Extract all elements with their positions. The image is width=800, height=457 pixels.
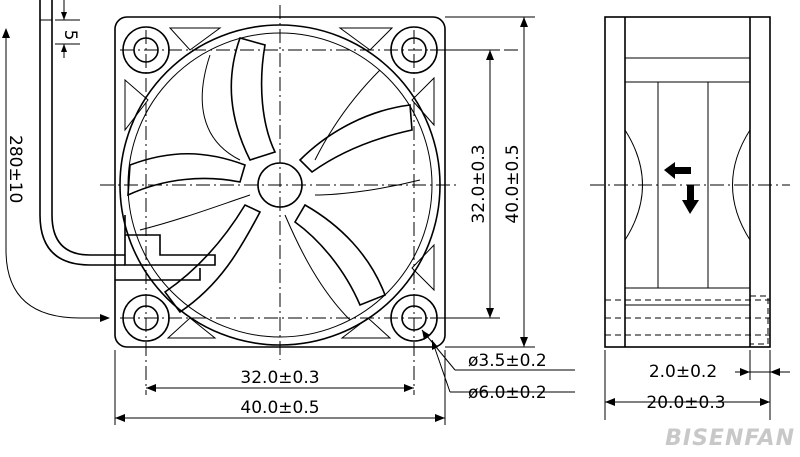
vertical-dimensions (430, 16, 535, 348)
lead-offset-label: 5 (60, 30, 80, 41)
horizontal-dimensions (114, 350, 446, 425)
lead-offset-dimension (55, 0, 80, 58)
side-flange-label: 2.0±0.2 (649, 362, 717, 382)
front-view (2, 0, 575, 425)
airflow-arrow-icon (664, 162, 691, 179)
fan-blades (127, 37, 421, 321)
side-view (590, 16, 790, 420)
side-outline (604, 16, 771, 348)
hole-leaders (421, 329, 575, 393)
fan-thickness-label: 20.0±0.3 (646, 393, 725, 413)
frame-width-label: 40.0±0.5 (240, 398, 319, 418)
mount-boss-diameter-label: ø6.0±0.2 (468, 383, 547, 403)
wire-channel (115, 215, 216, 281)
corner-rib (411, 76, 435, 127)
lead-length-label: 280±10 (5, 135, 25, 203)
corner-rib (124, 78, 149, 132)
hole-spacing-vertical-label: 32.0±0.3 (469, 144, 489, 223)
corner-rib (168, 27, 222, 51)
side-dimensions (604, 350, 790, 420)
brand-logo: BISENFAN (665, 426, 795, 451)
corner-rib (338, 27, 394, 51)
frame-height-label: 40.0±0.5 (503, 144, 523, 223)
rotation-arrow-icon (682, 185, 699, 214)
mount-hole-diameter-label: ø3.5±0.2 (468, 351, 547, 371)
corner-rib (411, 243, 435, 292)
corner-rib (166, 317, 217, 339)
lead-length-leader (5, 30, 108, 319)
corner-rib (340, 317, 392, 339)
hole-spacing-horizontal-label: 32.0±0.3 (240, 368, 319, 388)
lead-wires (39, 0, 125, 266)
